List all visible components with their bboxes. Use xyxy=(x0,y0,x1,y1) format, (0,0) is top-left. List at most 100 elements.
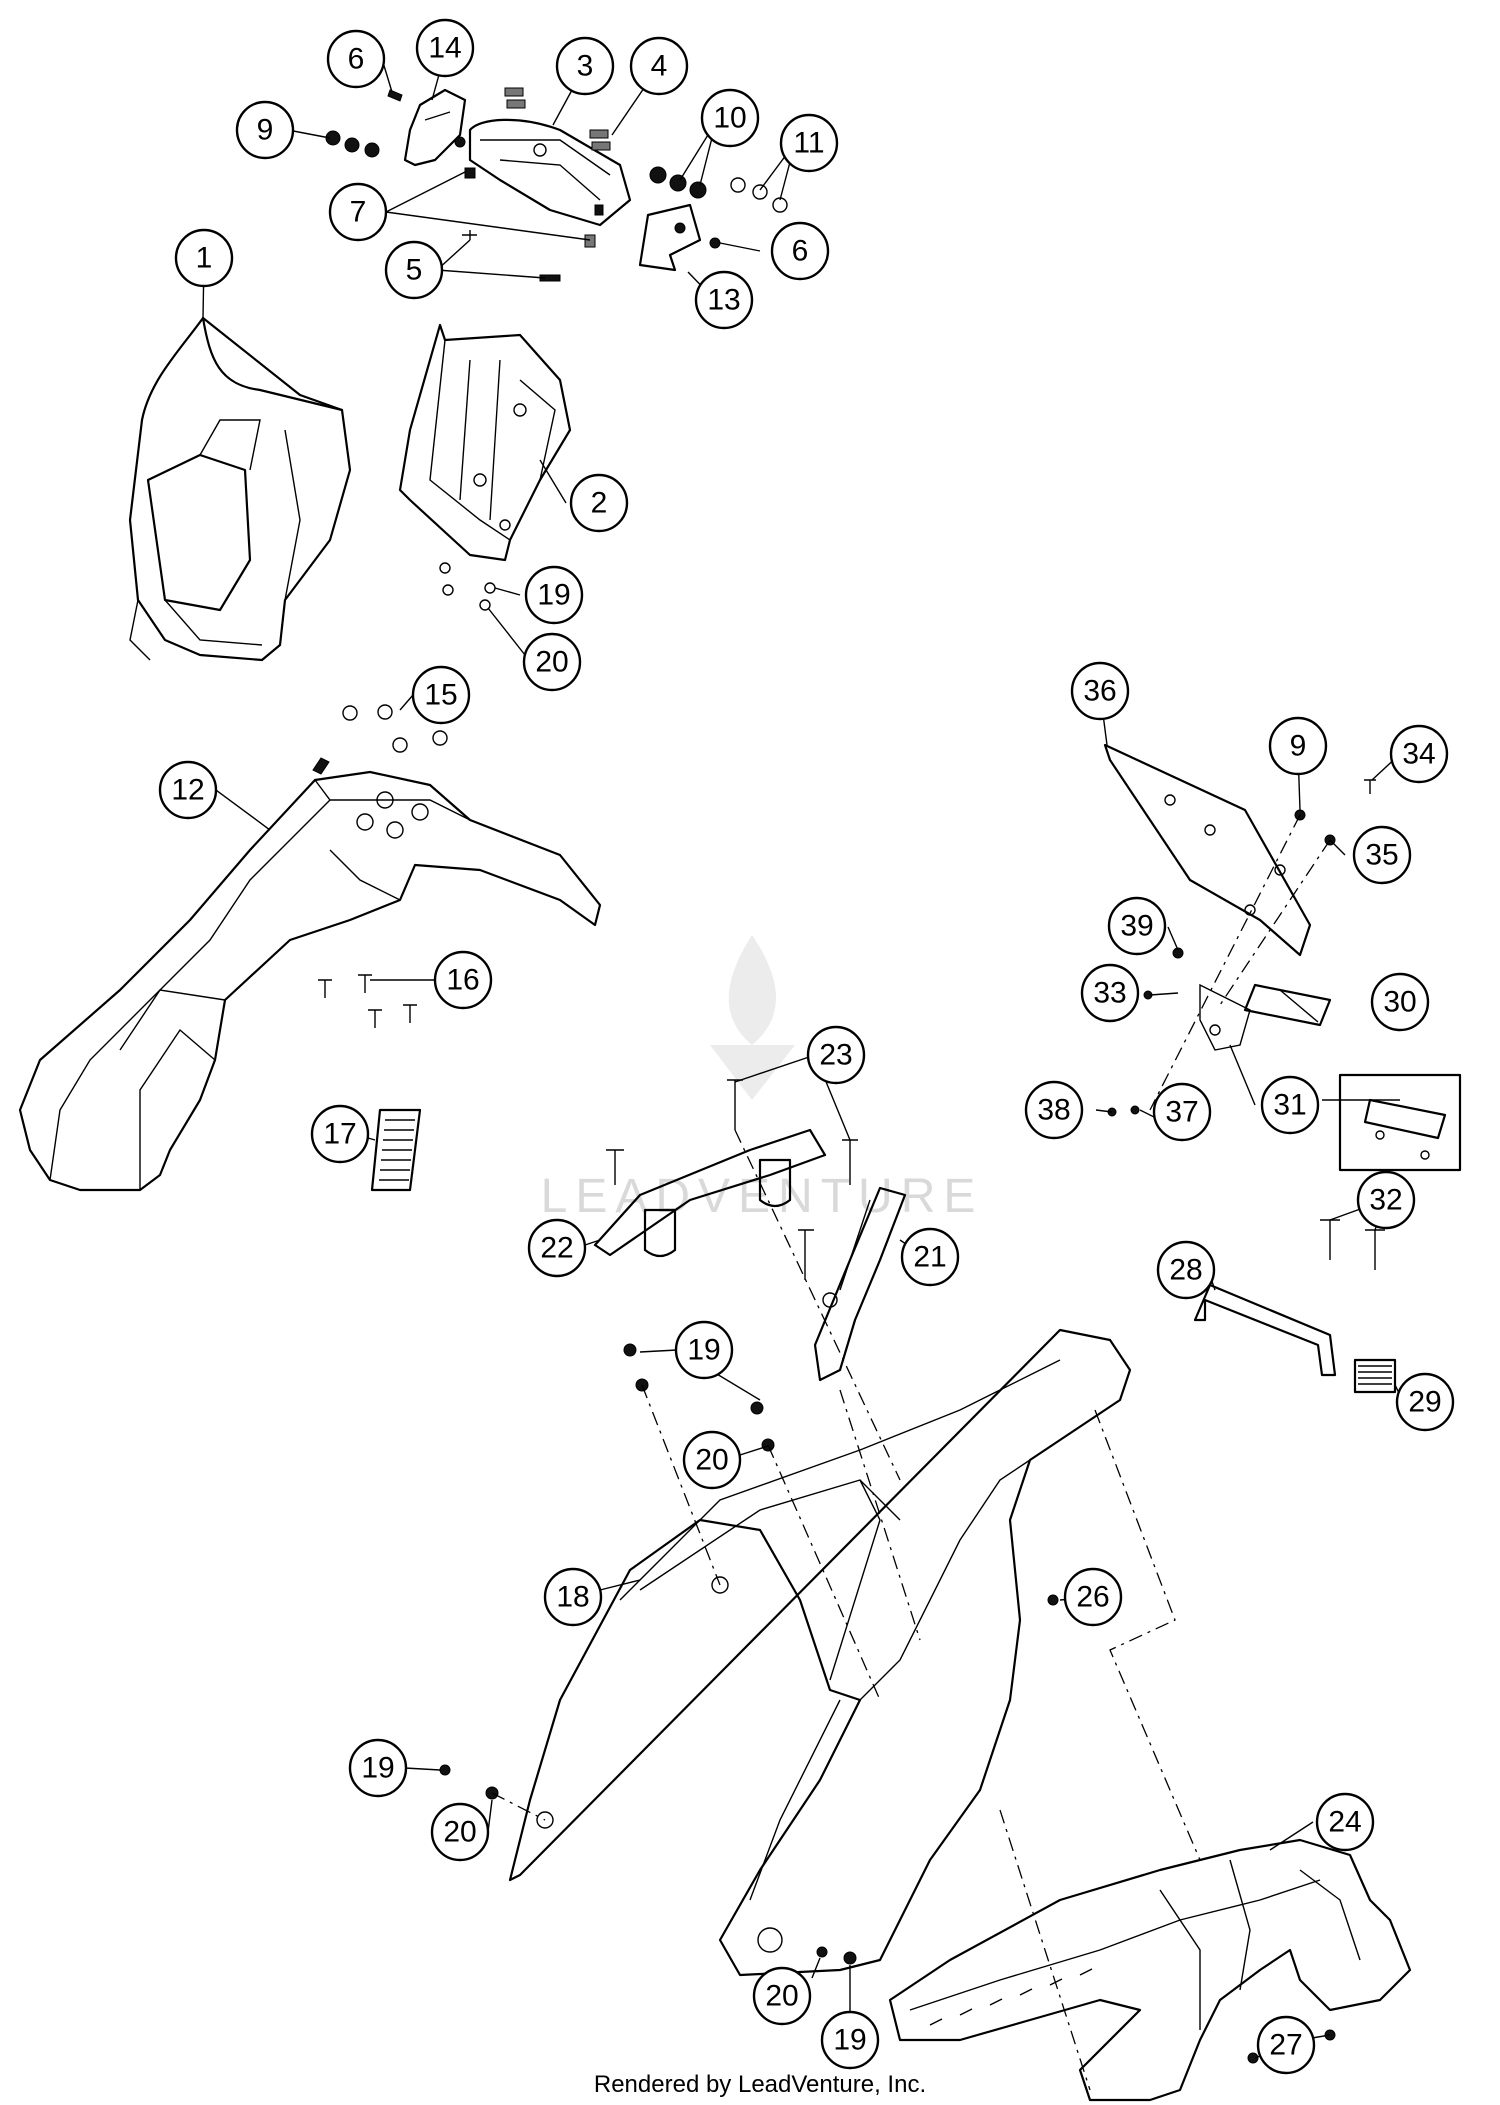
top-small-parts xyxy=(325,87,788,282)
callout-label: 38 xyxy=(1037,1094,1070,1127)
fender-screws xyxy=(318,974,417,1028)
callout-23: 23 xyxy=(806,1025,866,1085)
callout-label: 20 xyxy=(695,1444,728,1477)
callout-label: 37 xyxy=(1165,1096,1198,1129)
callout-34: 34 xyxy=(1389,724,1449,784)
callout-24: 24 xyxy=(1315,1792,1375,1852)
dash-lines xyxy=(491,814,1331,2091)
callout-label: 7 xyxy=(350,196,367,229)
callout-label: 20 xyxy=(443,1816,476,1849)
callout-10: 10 xyxy=(700,88,760,148)
callout-14: 14 xyxy=(415,18,475,78)
callout-label: 20 xyxy=(765,1980,798,2013)
callout-18: 18 xyxy=(543,1567,603,1627)
callout-label: 2 xyxy=(591,487,608,520)
callout-label: 4 xyxy=(651,50,668,83)
callout-17: 17 xyxy=(310,1104,370,1164)
callout-2: 2 xyxy=(569,473,629,533)
callout-label: 29 xyxy=(1408,1386,1441,1419)
front-fender xyxy=(18,757,602,1192)
callout-label: 36 xyxy=(1083,675,1116,708)
rear-mudguard xyxy=(888,1838,1412,2102)
callout-label: 19 xyxy=(537,579,570,612)
callout-7: 7 xyxy=(328,182,388,242)
fender-pad xyxy=(370,1108,422,1192)
callout-label: 22 xyxy=(540,1232,573,1265)
callout-20a: 20 xyxy=(522,632,582,692)
callout-label: 5 xyxy=(406,254,423,287)
callout-4: 4 xyxy=(629,36,689,96)
side-rail xyxy=(798,1186,907,1382)
callout-32: 32 xyxy=(1356,1170,1416,1230)
callout-label: 27 xyxy=(1269,2029,1302,2062)
callout-label: 33 xyxy=(1093,977,1126,1010)
callout-label: 28 xyxy=(1169,1254,1202,1287)
callout-label: 16 xyxy=(446,964,479,997)
footer-credit: Rendered by LeadVenture, Inc. xyxy=(594,2071,926,2098)
callout-label: 21 xyxy=(913,1241,946,1274)
callout-9a: 9 xyxy=(235,100,295,160)
callout-label: 15 xyxy=(424,679,457,712)
watermark: LEADVENTURE xyxy=(541,935,975,1223)
grab-handle xyxy=(593,1079,858,1258)
callout-6a: 6 xyxy=(326,29,386,89)
callout-label: 13 xyxy=(707,284,740,317)
callout-19d: 19 xyxy=(820,2010,880,2070)
reflector-bracket xyxy=(1193,1219,1397,1394)
callout-13: 13 xyxy=(694,270,754,330)
headlight-housing xyxy=(398,323,572,562)
callout-label: 6 xyxy=(348,43,365,76)
callout-22: 22 xyxy=(527,1218,587,1278)
callout-label: 1 xyxy=(196,242,213,275)
headlight-mask xyxy=(128,316,352,662)
callout-9b: 9 xyxy=(1268,716,1328,776)
callout-label: 14 xyxy=(428,32,461,65)
callout-label: 24 xyxy=(1328,1806,1361,1839)
callout-12: 12 xyxy=(158,760,218,820)
license-plate-holder xyxy=(1103,743,1312,957)
callout-label: 3 xyxy=(577,50,594,83)
callout-33: 33 xyxy=(1080,963,1140,1023)
callout-28: 28 xyxy=(1156,1240,1216,1300)
callout-19b: 19 xyxy=(674,1320,734,1380)
callout-26: 26 xyxy=(1063,1567,1123,1627)
callout-35: 35 xyxy=(1352,825,1412,885)
callout-29: 29 xyxy=(1395,1372,1455,1432)
callout-label: 34 xyxy=(1402,738,1435,771)
callout-label: 10 xyxy=(713,102,746,135)
callout-label: 18 xyxy=(556,1581,589,1614)
callout-label: 9 xyxy=(257,114,274,147)
callout-label: 19 xyxy=(687,1334,720,1367)
callout-label: 9 xyxy=(1290,730,1307,763)
callout-38: 38 xyxy=(1024,1080,1084,1140)
callout-label: 39 xyxy=(1120,910,1153,943)
callout-20b: 20 xyxy=(682,1430,742,1490)
callout-19c: 19 xyxy=(348,1738,408,1798)
callout-label: 30 xyxy=(1383,986,1416,1019)
callout-label: 23 xyxy=(819,1039,852,1072)
instrument-cover xyxy=(468,118,632,227)
callout-27: 27 xyxy=(1256,2015,1316,2075)
callout-39: 39 xyxy=(1107,896,1167,956)
callout-19a: 19 xyxy=(524,565,584,625)
callout-label: 19 xyxy=(833,2024,866,2057)
callout-label: 19 xyxy=(361,1752,394,1785)
callout-1: 1 xyxy=(174,228,234,288)
callout-20c: 20 xyxy=(430,1802,490,1862)
callout-label: 35 xyxy=(1365,839,1398,872)
callout-label: 6 xyxy=(792,235,809,268)
callout-label: 12 xyxy=(171,774,204,807)
callout-15: 15 xyxy=(411,665,471,725)
callout-5: 5 xyxy=(384,240,444,300)
callout-6b: 6 xyxy=(770,221,830,281)
callout-label: 20 xyxy=(535,646,568,679)
plate-fasteners xyxy=(1047,779,1376,2064)
callout-37: 37 xyxy=(1152,1082,1212,1142)
callout-36: 36 xyxy=(1070,661,1130,721)
callout-label: 11 xyxy=(793,127,824,160)
callout-label: 31 xyxy=(1273,1089,1306,1122)
screws-washers xyxy=(439,562,857,1965)
license-light xyxy=(1199,983,1462,1172)
callout-20d: 20 xyxy=(752,1966,812,2026)
